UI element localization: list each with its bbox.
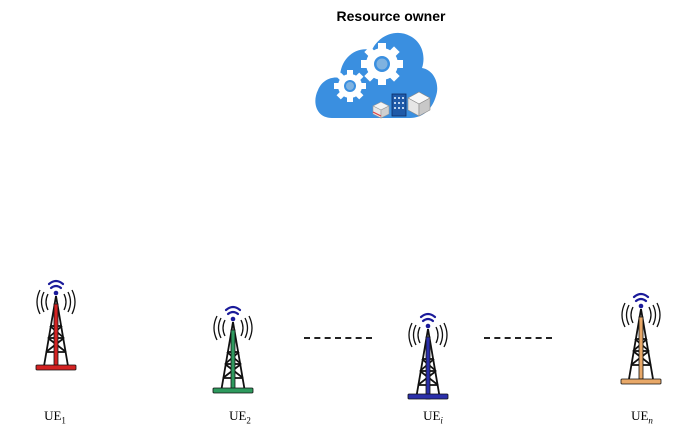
- signal-icon: [419, 312, 437, 323]
- ue-label-1: UE1: [25, 408, 85, 426]
- ue-label-main: UE: [631, 408, 649, 423]
- tower-icon: [620, 292, 662, 385]
- server-box-icon: [407, 91, 431, 117]
- gear-icon: [334, 70, 366, 102]
- building-icon: [391, 93, 407, 117]
- ue-label-main: UE: [423, 408, 441, 423]
- server-box-icon: [372, 101, 390, 119]
- ellipsis-dots: [304, 337, 372, 339]
- ue-label-main: UE: [44, 408, 62, 423]
- resource-owner-title: Resource owner: [336, 8, 446, 24]
- resource-owner-cloud: [312, 28, 440, 122]
- tower-icon: [407, 312, 449, 400]
- signal-icon: [224, 305, 242, 316]
- gear-icon: [361, 43, 403, 85]
- tower-icon: [212, 305, 254, 394]
- ue-label-sub: i: [440, 415, 443, 426]
- ue-label-main: UE: [229, 408, 247, 423]
- tower-icon: [35, 279, 77, 371]
- signal-icon: [47, 279, 65, 290]
- cloud-icon: [315, 32, 438, 119]
- ue-label-n: UEn: [612, 408, 672, 426]
- ue-label-sub: 1: [61, 415, 66, 426]
- ue-label-2: UE2: [210, 408, 270, 426]
- ellipsis-dots: [484, 337, 552, 339]
- ue-label-sub: 2: [246, 415, 251, 426]
- signal-icon: [632, 292, 650, 303]
- ue-label-sub: n: [648, 415, 653, 426]
- ue-label-i: UEi: [403, 408, 463, 426]
